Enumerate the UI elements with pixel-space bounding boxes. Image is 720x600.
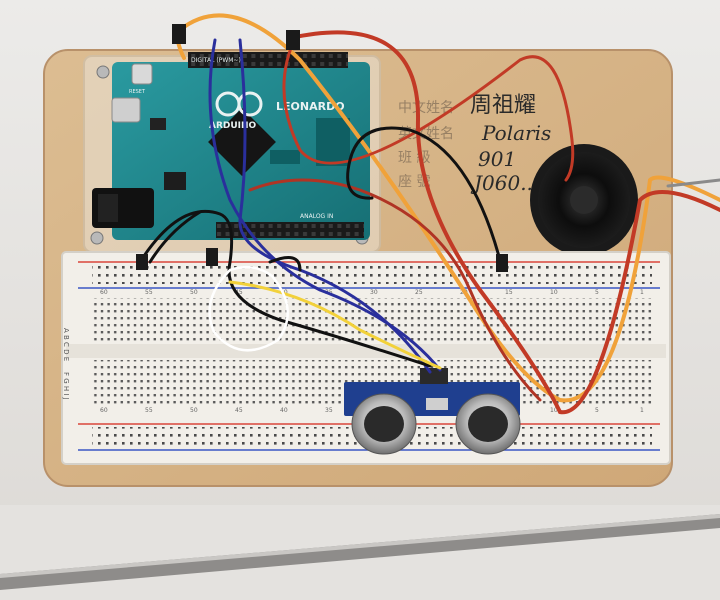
voltage-regulator bbox=[164, 172, 186, 190]
handwritten-seat: J060... bbox=[470, 171, 539, 195]
column-number-label: 60 bbox=[100, 407, 108, 414]
wooden-base-edge bbox=[43, 49, 673, 487]
screw-icon bbox=[90, 231, 104, 245]
ultrasonic-sensor bbox=[344, 368, 521, 455]
wire-white-loop bbox=[208, 265, 289, 352]
wire-red-speaker bbox=[282, 34, 575, 182]
column-number-label: 10 bbox=[550, 407, 558, 414]
center-channel bbox=[66, 344, 666, 358]
jumper-wires bbox=[138, 13, 720, 415]
column-number-label: 30 bbox=[370, 289, 378, 296]
column-number-label: 5 bbox=[595, 407, 599, 414]
column-number-label: 35 bbox=[325, 407, 333, 414]
arduino-leonardo-board: DIGITAL (PWM~) ARDUINO LEONARDO RESET AN… bbox=[92, 52, 370, 240]
sensor-mesh bbox=[364, 406, 404, 442]
column-number-label: 50 bbox=[190, 289, 198, 296]
wire-connector bbox=[496, 254, 508, 272]
digital-header-pins bbox=[188, 54, 348, 66]
column-number-label: 25 bbox=[415, 289, 423, 296]
row-letters-bottom: F G H I J bbox=[62, 372, 70, 400]
row-letters-top: A B C D E bbox=[62, 328, 70, 361]
handwritten-english-name: Polaris bbox=[481, 121, 551, 145]
sensor-mesh bbox=[468, 406, 508, 442]
model-text: LEONARDO bbox=[276, 100, 345, 113]
power-analog-header-pins bbox=[216, 224, 364, 236]
digital-label: DIGITAL (PWM~) bbox=[191, 57, 241, 64]
column-number-label: 40 bbox=[280, 407, 288, 414]
column-number-label: 60 bbox=[100, 289, 108, 296]
speaker-center bbox=[570, 186, 598, 214]
card-printed-text: 中文姓名 bbox=[398, 100, 454, 116]
column-number-label: 10 bbox=[550, 289, 558, 296]
wire-blue bbox=[238, 38, 432, 374]
column-number-label: 45 bbox=[235, 407, 243, 414]
handwritten-name: 周祖耀 bbox=[470, 93, 536, 118]
wire-connector bbox=[206, 248, 218, 266]
pcb-silkscreen-block bbox=[270, 150, 300, 164]
column-number-label: 55 bbox=[145, 407, 153, 414]
sensor-crystal bbox=[426, 398, 448, 410]
small-chip bbox=[150, 118, 166, 130]
micro-usb-port bbox=[111, 97, 141, 123]
wire-black-end bbox=[346, 158, 374, 200]
wire-red bbox=[288, 30, 720, 415]
column-number-label: 55 bbox=[145, 289, 153, 296]
speaker bbox=[530, 144, 638, 256]
reset-button bbox=[131, 63, 153, 85]
column-number-label: 15 bbox=[505, 289, 513, 296]
metal-strip-highlight bbox=[0, 514, 720, 578]
analog-label: ANALOG IN bbox=[300, 213, 333, 220]
arduino-logo-icon bbox=[237, 91, 263, 117]
wire-connector bbox=[136, 254, 148, 270]
card-printed-text: 班 級 bbox=[398, 150, 430, 166]
column-number-label: 1 bbox=[640, 407, 644, 414]
wire-black-short bbox=[268, 256, 302, 272]
dc-jack-opening bbox=[98, 194, 118, 222]
screw-icon bbox=[96, 65, 110, 79]
wire-black-bb-end bbox=[148, 210, 202, 264]
handwritten-class: 901 bbox=[478, 147, 516, 171]
power-rail-holes bbox=[92, 264, 652, 284]
column-number-label: 50 bbox=[190, 407, 198, 414]
sensor-header bbox=[420, 368, 448, 384]
wire-grey bbox=[666, 178, 720, 188]
wire-darkred bbox=[248, 178, 542, 402]
column-number-label: 45 bbox=[235, 289, 243, 296]
pcb-silkscreen-block bbox=[316, 118, 350, 166]
column-number-label: 1 bbox=[640, 289, 644, 296]
wire-connector bbox=[286, 30, 300, 50]
wire-connector bbox=[172, 24, 186, 44]
wire-yellow bbox=[228, 280, 442, 370]
column-number-label: 5 bbox=[595, 289, 599, 296]
brand-text: ARDUINO bbox=[209, 121, 257, 131]
wire-black bbox=[348, 126, 502, 262]
card-printed-text: 座 號 bbox=[398, 174, 430, 190]
atmega32u4-chip bbox=[208, 108, 276, 176]
reset-label: RESET bbox=[129, 89, 146, 95]
